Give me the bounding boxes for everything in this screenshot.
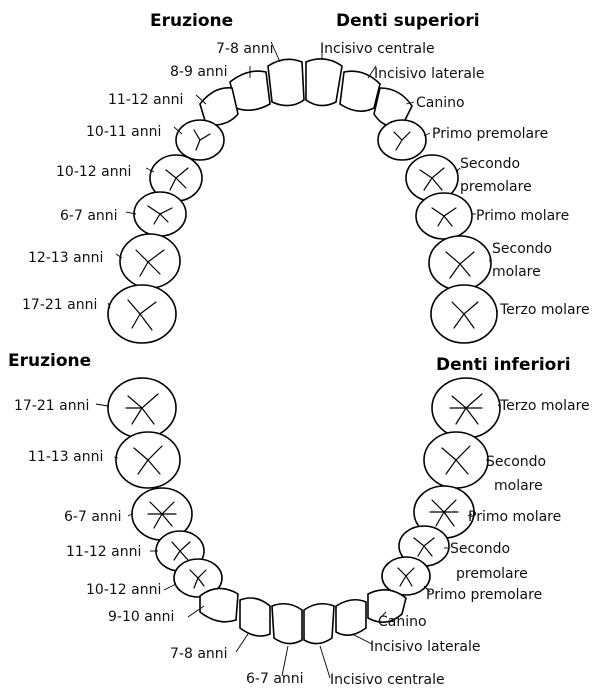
- lower-eruption-header: Eruzione: [8, 351, 91, 371]
- upper-age-canine: 11-12 anni: [108, 92, 183, 108]
- lower-arch: [96, 378, 500, 678]
- upper-left-central-incisor: [268, 59, 304, 105]
- lower-name-second-premolar-2: premolare: [456, 566, 528, 582]
- lower-name-second-molar-2: molare: [494, 478, 543, 494]
- lower-right-lateral-incisor: [336, 600, 366, 635]
- lower-name-central-incisor: Incisivo centrale: [330, 672, 445, 688]
- upper-age-first-molar: 6-7 anni: [60, 208, 118, 224]
- upper-name-canine: Canino: [416, 95, 465, 111]
- lower-age-third-molar: 17-21 anni: [14, 398, 89, 414]
- lower-name-first-molar: Primo molare: [468, 509, 561, 525]
- lower-teeth-header: Denti inferiori: [436, 355, 571, 375]
- upper-left-third-molar: [108, 285, 176, 343]
- lower-name-lateral-incisor: Incisivo laterale: [370, 639, 480, 655]
- lower-name-first-premolar: Primo premolare: [426, 587, 542, 603]
- lower-left-central-incisor: [272, 604, 302, 644]
- lower-left-lateral-incisor: [240, 598, 270, 636]
- lower-age-lateral-incisor: 7-8 anni: [170, 646, 228, 662]
- upper-name-lateral-incisor: Incisivo laterale: [374, 66, 484, 82]
- upper-name-first-molar: Primo molare: [476, 208, 569, 224]
- lower-age-canine: 9-10 anni: [108, 609, 174, 625]
- lower-age-central-incisor: 6-7 anni: [246, 671, 304, 687]
- upper-name-second-molar-1: Secondo: [492, 241, 552, 257]
- upper-name-third-molar: Terzo molare: [499, 302, 590, 318]
- lower-age-second-molar: 11-13 anni: [28, 449, 103, 465]
- lower-name-third-molar: Terzo molare: [499, 398, 590, 414]
- upper-right-central-incisor: [306, 59, 342, 106]
- upper-left-canine: [200, 88, 238, 125]
- upper-name-second-premolar-2: premolare: [460, 179, 532, 195]
- upper-name-first-premolar: Primo premolare: [432, 126, 548, 142]
- upper-age-second-molar: 12-13 anni: [28, 250, 103, 266]
- upper-eruption-header: Eruzione: [150, 11, 233, 31]
- lower-name-second-molar-1: Secondo: [486, 454, 546, 470]
- upper-right-second-molar: [429, 236, 491, 290]
- upper-age-first-premolar: 10-11 anni: [86, 124, 161, 140]
- lower-age-first-premolar: 10-12 anni: [86, 582, 161, 598]
- lower-age-first-molar: 6-7 anni: [64, 509, 122, 525]
- lower-age-second-premolar: 11-12 anni: [66, 544, 141, 560]
- upper-age-central-incisor: 7-8 anni: [216, 41, 274, 57]
- upper-name-central-incisor: Incisivo centrale: [320, 41, 435, 57]
- upper-age-second-premolar: 10-12 anni: [56, 164, 131, 180]
- lower-left-canine: [200, 588, 238, 621]
- upper-name-second-molar-2: molare: [492, 264, 541, 280]
- upper-teeth-header: Denti superiori: [336, 11, 480, 31]
- upper-age-third-molar: 17-21 anni: [22, 297, 97, 313]
- upper-age-lateral-incisor: 8-9 anni: [170, 64, 228, 80]
- upper-arch: [108, 44, 498, 343]
- lower-right-central-incisor: [304, 604, 334, 644]
- lower-name-canine: Canino: [378, 614, 427, 630]
- lower-name-second-premolar-1: Secondo: [450, 541, 510, 557]
- upper-name-second-premolar-1: Secondo: [460, 156, 520, 172]
